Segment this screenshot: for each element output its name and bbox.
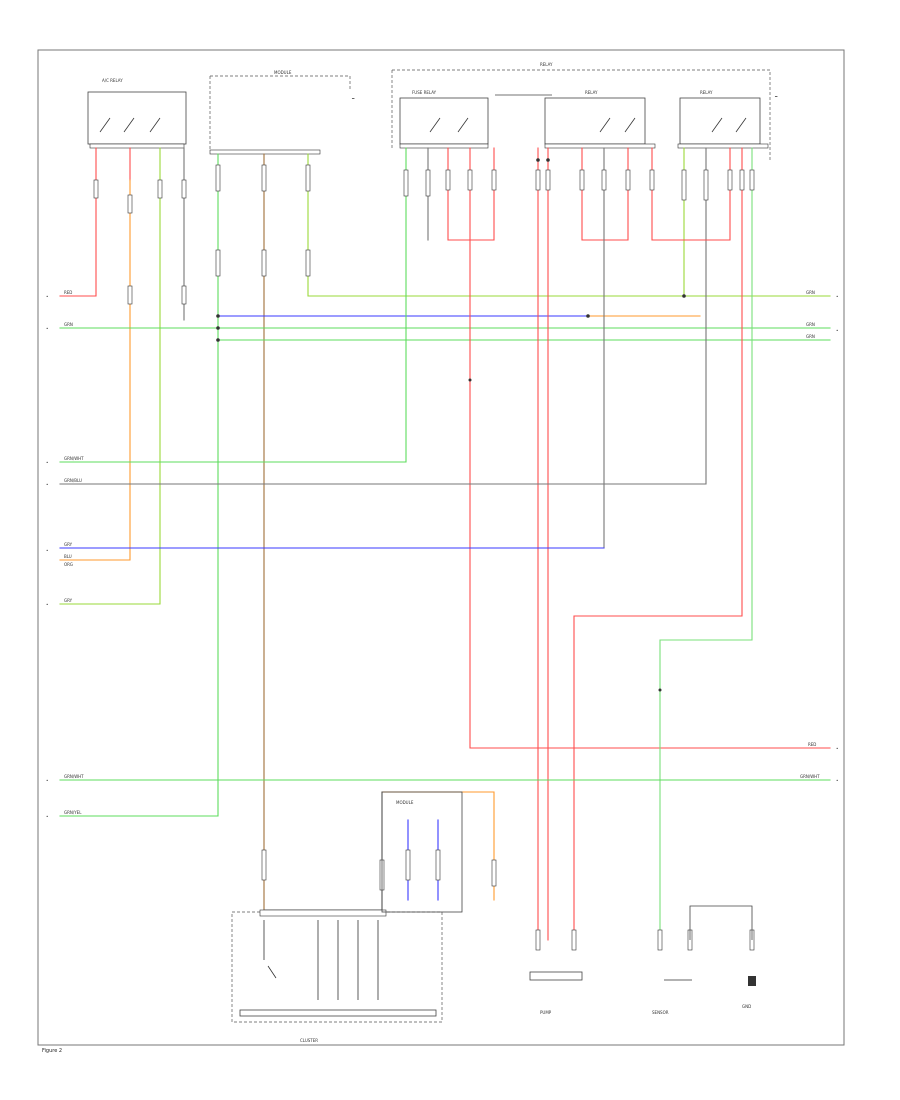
svg-text:•: • xyxy=(46,778,48,783)
left-label-6: ORG xyxy=(64,562,73,567)
splices xyxy=(216,158,686,692)
svg-text:•: • xyxy=(46,602,48,607)
right-label-4: GRN/WHT xyxy=(800,774,820,779)
right-label-1: GRN xyxy=(806,322,815,327)
relay-left-label: A/C RELAY xyxy=(102,78,123,83)
wires xyxy=(59,147,831,941)
svg-text:•: • xyxy=(46,326,48,331)
bottom-cluster-label: CLUSTER xyxy=(300,1038,318,1043)
svg-text:•: • xyxy=(836,746,838,751)
relay-left: A/C RELAY xyxy=(87,78,187,149)
fuel-pump: PUMP xyxy=(529,971,583,1015)
left-label-4: GRY xyxy=(64,542,73,547)
left-label-8: GRN/WHT xyxy=(64,774,84,779)
svg-text:•: • xyxy=(46,482,48,487)
right-label-2: GRN xyxy=(806,334,815,339)
left-label-2: GRN/WHT xyxy=(64,456,84,461)
left-label-9: GRN/YEL xyxy=(64,810,82,815)
edge-marks: • • • • • • • • • • • • xyxy=(46,294,838,819)
bottom-module: MODULE xyxy=(381,791,463,913)
relay-1: FUSE RELAY xyxy=(399,90,489,149)
relay-2-label: RELAY xyxy=(585,90,598,95)
svg-text:•: • xyxy=(46,460,48,465)
figure-label: Figure 2 xyxy=(42,1048,62,1054)
svg-text:•: • xyxy=(46,294,48,299)
diagram-frame xyxy=(37,49,845,1046)
left-wire-labels: RED GRN GRN/WHT GRN/BLU GRY BLU ORG GRY … xyxy=(64,290,84,815)
relay-1-label: FUSE RELAY xyxy=(412,90,437,95)
right-label-3: RED xyxy=(808,742,816,747)
svg-text:•: • xyxy=(836,328,838,333)
fuel-pump-label: PUMP xyxy=(540,1010,552,1015)
svg-text:•: • xyxy=(46,548,48,553)
left-label-3: GRN/BLU xyxy=(64,478,82,483)
ground-label: GND xyxy=(742,1004,751,1009)
relay-top-right: RELAY ═ xyxy=(391,62,778,160)
right-label-0: GRN xyxy=(806,290,815,295)
relay-3: RELAY xyxy=(677,90,769,149)
module-top-label: MODULE xyxy=(274,70,292,75)
sensor-right-label: SENSOR xyxy=(652,1010,669,1015)
module-top: MODULE ═ xyxy=(209,70,355,155)
left-label-7: GRY xyxy=(64,598,73,603)
ground-symbol: GND xyxy=(742,976,756,1009)
relay-3-label: RELAY xyxy=(700,90,713,95)
sensor-right: SENSOR xyxy=(652,905,753,1015)
relay-top-right-label: RELAY xyxy=(540,62,553,67)
relay-top-right-note: ═ xyxy=(774,94,778,99)
left-label-1: GRN xyxy=(64,322,73,327)
svg-text:•: • xyxy=(836,778,838,783)
bottom-cluster: CLUSTER xyxy=(231,909,443,1043)
bottom-module-label: MODULE xyxy=(396,800,414,805)
svg-text:•: • xyxy=(836,294,838,299)
inline-connectors xyxy=(93,164,755,951)
relay-2: RELAY xyxy=(495,90,656,149)
right-wire-labels: GRN GRN GRN RED GRN/WHT xyxy=(800,290,820,779)
left-label-5: BLU xyxy=(64,554,72,559)
left-label-0: RED xyxy=(64,290,72,295)
svg-text:•: • xyxy=(46,814,48,819)
module-top-note: ═ xyxy=(351,96,355,101)
